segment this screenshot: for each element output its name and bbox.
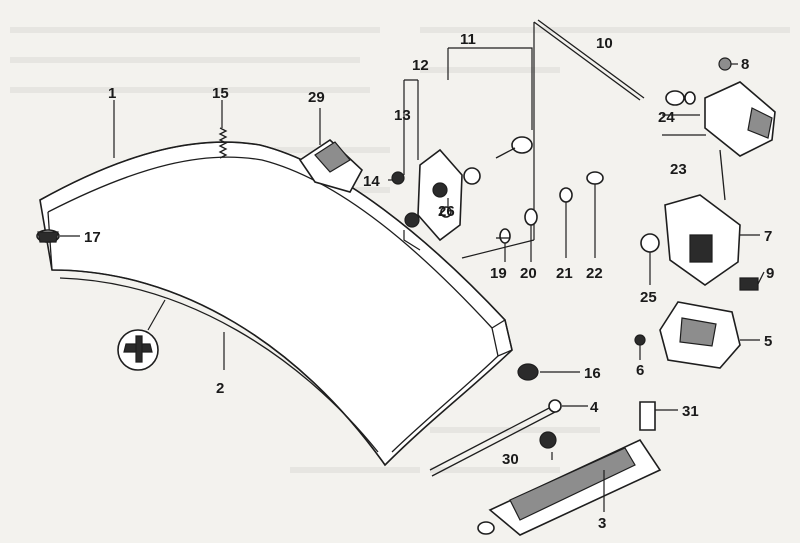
handle-housing: [298, 138, 363, 193]
callout-12: 12: [412, 57, 429, 74]
callout-4: 4: [590, 399, 599, 416]
callout-8: 8: [741, 56, 749, 73]
bumper-stop-left: [36, 229, 60, 243]
callout-17: 17: [84, 229, 101, 246]
nut-part: [718, 57, 732, 71]
callout-13: 13: [394, 107, 411, 124]
callout-leader-lines: [60, 63, 765, 512]
operating-rod: [461, 19, 645, 259]
callout-11: 11: [460, 31, 476, 48]
callout-5: 5: [764, 333, 772, 350]
callout-16: 16: [584, 365, 601, 382]
callout-21: 21: [556, 265, 573, 282]
callout-15: 15: [212, 85, 229, 102]
callout-26: 26: [438, 203, 455, 220]
callout-7: 7: [764, 228, 772, 245]
grommet-part: [517, 363, 539, 381]
callout-labels: 1 2 3 4 5 6 7 8 9 10 11 12 13 14 15 16 1…: [84, 31, 774, 532]
callout-19: 19: [490, 265, 507, 282]
callout-3: 3: [598, 515, 606, 532]
hinge-bracket-group: [391, 79, 481, 251]
callout-6: 6: [636, 362, 644, 379]
hinge-arm-assembly: [429, 399, 662, 536]
callout-20: 20: [520, 265, 537, 282]
callout-10: 10: [596, 35, 613, 52]
bolt-with-washer: [447, 47, 533, 159]
callout-22: 22: [586, 265, 603, 282]
callout-24: 24: [658, 109, 675, 126]
inset-detail-icon: [117, 299, 166, 371]
callout-29: 29: [308, 89, 325, 106]
callout-2: 2: [216, 380, 224, 397]
callout-30: 30: [502, 451, 519, 468]
callout-9: 9: [766, 265, 774, 282]
trunk-lid-panel: [39, 141, 513, 467]
callout-25: 25: [640, 289, 657, 306]
callout-23: 23: [670, 161, 687, 178]
striker-plate: [634, 301, 741, 369]
callout-14: 14: [363, 173, 380, 190]
lock-latch: [640, 194, 759, 291]
callout-31: 31: [682, 403, 699, 420]
callout-1: 1: [108, 85, 116, 102]
spring-part: [218, 127, 228, 159]
lock-actuator-motor: [662, 81, 776, 201]
